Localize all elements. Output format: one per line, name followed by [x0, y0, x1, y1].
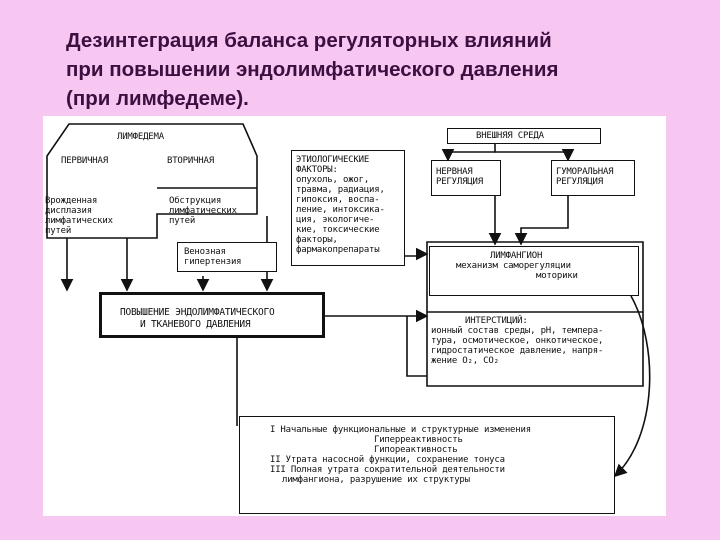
- pressure-increase-box: ПОВЫШЕНИЕ ЭНДОЛИМФАТИЧЕСКОГО И ТКАНЕВОГО…: [99, 292, 325, 338]
- scheme-diagram: ЛИМФЕДЕМА ПЕРВИЧНАЯ ВТОРИЧНАЯ Врожденная…: [43, 116, 666, 516]
- lymphedema-label: ЛИМФЕДЕМА: [117, 132, 164, 142]
- arrow-etiology-to-lymphangion: [405, 247, 429, 261]
- title-line-3: (при лимфедеме).: [66, 87, 249, 110]
- slide-title: Дезинтеграция баланса регуляторных влиян…: [66, 26, 686, 113]
- external-environment-box: ВНЕШНЯЯ СРЕДА: [447, 128, 601, 144]
- lymphedema-shape: [46, 123, 258, 239]
- title-line-2: при повышении эндолимфатического давлени…: [66, 58, 559, 81]
- arrow-lymphangion-to-stages: [613, 295, 651, 478]
- arrow-humoral-to-lymphangion: [514, 196, 569, 246]
- lymphangion-box: ЛИМФАНГИОН механизм саморегуляции мотори…: [429, 246, 639, 296]
- title-line-1: Дезинтеграция баланса регуляторных влиян…: [66, 29, 552, 52]
- primary-label: ПЕРВИЧНАЯ: [61, 156, 108, 166]
- interstitium-label: ИНТЕРСТИЦИЙ: ионный состав среды, pH, те…: [431, 316, 604, 366]
- stages-box: I Начальные функциональные и структурные…: [239, 416, 615, 514]
- lymphangion-frame: [426, 241, 644, 387]
- secondary-label: ВТОРИЧНАЯ: [167, 156, 214, 166]
